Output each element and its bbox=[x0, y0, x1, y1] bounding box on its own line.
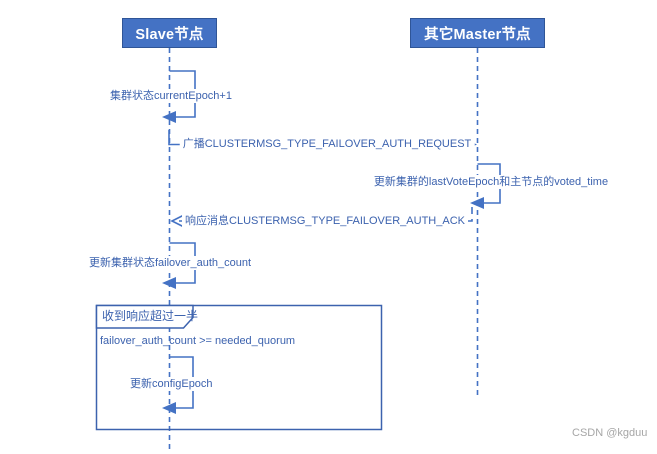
fragment-frame bbox=[95, 304, 383, 431]
message-label-auth-ack: 响应消息CLUSTERMSG_TYPE_FAILOVER_AUTH_ACK bbox=[182, 214, 468, 228]
message-label-last-vote: 更新集群的lastVoteEpoch和主节点的voted_time bbox=[370, 175, 612, 189]
message-label-config-epoch: 更新configEpoch bbox=[127, 377, 216, 391]
actor-slave-node: Slave节点 bbox=[122, 18, 217, 48]
fragment-label-pentagon bbox=[95, 304, 194, 329]
message-label-auth-count: 更新集群状态failover_auth_count bbox=[86, 256, 255, 270]
fragment-label: 收到响应超过一半 bbox=[102, 309, 199, 323]
actor-other-master-node: 其它Master节点 bbox=[410, 18, 545, 48]
watermark-text: CSDN @kgduu bbox=[572, 427, 648, 439]
message-label-current-epoch: 集群状态currentEpoch+1 bbox=[107, 89, 235, 103]
fragment-guard-condition: failover_auth_count >= needed_quorum bbox=[100, 335, 296, 347]
message-label-auth-request: 广播CLUSTERMSG_TYPE_FAILOVER_AUTH_REQUEST bbox=[179, 137, 475, 151]
